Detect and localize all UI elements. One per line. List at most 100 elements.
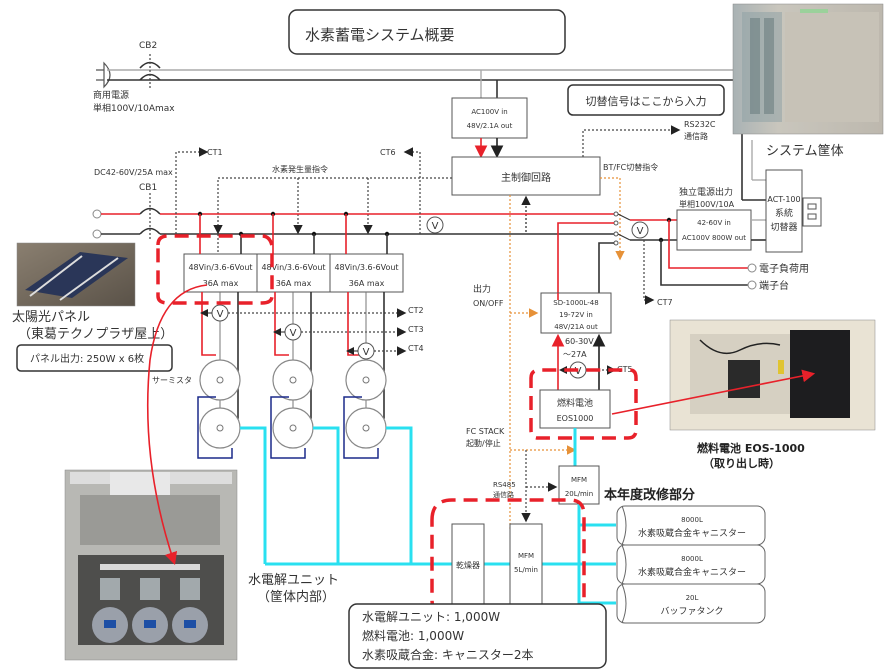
rs485-line1-text: RS485: [493, 481, 516, 489]
diagram-title: 水素蓄電システム概要: [305, 26, 455, 44]
dcdc-converters-2-line1-text: 48Vin/3.6-6Vout: [334, 263, 398, 272]
system-case-label: システム筐体: [766, 143, 844, 159]
tank-2: 8000L 水素吸蔵合金キャニスター: [616, 544, 766, 585]
grid-ac-label: 商用電源: [93, 89, 129, 101]
tank-1: 8000L 水素吸蔵合金キャニスター: [616, 505, 766, 546]
fuel-cell: 燃料電池 EOS1000 FC STACK 起動/停止: [466, 389, 611, 455]
electrolysis-cell-1: V: [197, 292, 407, 564]
inverter-title-line2-text: 単相100V/10A: [679, 199, 735, 209]
rs232c-line2-text: 通信路: [684, 131, 708, 141]
tank-volume: 20L: [686, 594, 699, 602]
grid-ac-rating: 単相100V/10Amax: [93, 102, 175, 114]
voltmeter-label: V: [217, 309, 224, 320]
fc-bt-switch: V CT7 電子負荷用 端子台: [557, 211, 809, 307]
ct-labels-1-text: CT2: [408, 306, 424, 315]
rs485-line2-text: 通信路: [493, 490, 514, 499]
tank-name: バッファタンク: [660, 606, 723, 617]
inverter: 独立電源出力 単相100V/10A 42-60V in AC100V 800W …: [676, 186, 766, 251]
spec-alloy: 水素吸蔵合金: キャニスター2本: [362, 647, 534, 662]
outlet-icon: [802, 197, 822, 227]
terminal-block-label: 端子台: [759, 279, 789, 292]
main-controller: 主制御回路 RS232C 通信路 BT/FC切替指令 水素発生量指令: [213, 120, 716, 530]
dcdc-converters: 48Vin/3.6-6Vout 36A max 48Vin/3.6-6Vout …: [183, 214, 404, 293]
tank-name: 水素吸蔵合金キャニスター: [638, 566, 746, 578]
tank-volume: 8000L: [681, 516, 703, 524]
hydrogen-piping: MFM 20L/min RS485 通信路 本年度改修部分: [493, 428, 695, 605]
voltmeter-label: V: [363, 347, 370, 358]
spec-electrolyzer: 水電解ユニット: 1,000W: [362, 610, 500, 624]
mfm-small-line1-text: MFM: [518, 552, 534, 560]
electrolyzer-label-line1-text: 水電解ユニット: [248, 573, 339, 588]
electrolysis-cell-bottom: [199, 407, 241, 449]
sd1000-line2-text: 19-72V in: [559, 311, 593, 319]
switch-note-text: 切替信号はここから入力: [586, 94, 707, 108]
cb1-label: CB1: [139, 183, 157, 193]
ac-grid-input: CB2 商用電源 単相100V/10Amax: [93, 41, 740, 114]
dcdc-highlight: [156, 234, 274, 305]
fuel-cell-line1-text: 燃料電池: [557, 397, 593, 409]
ct-labels-3-text: CT4: [408, 344, 424, 353]
fc-photo-label: 燃料電池 EOS-1000: [696, 441, 805, 455]
renovation-highlight: [430, 498, 586, 620]
solar-label-line1-text: 太陽光パネル: [12, 310, 90, 325]
ac-adapter-line1-text: AC100V in: [471, 108, 507, 116]
dcdc-converters-1-line1-text: 48Vin/3.6-6Vout: [261, 263, 325, 272]
electrolysis-cell-2: V: [270, 292, 407, 564]
electrolysis-cell-bottom: [345, 407, 387, 449]
storage-tanks: 8000L 水素吸蔵合金キャニスター 8000L 水素吸蔵合金キャニスター 20L バッフ…: [616, 505, 766, 624]
electrolyzer-photo: [64, 469, 238, 661]
mfm-large-line2-text: 20L/min: [565, 490, 593, 498]
dcdc-converters-1-line2-text: 36A max: [276, 279, 312, 288]
electrolysis-cells: V V V: [197, 292, 579, 566]
inverter-line2-text: AC100V 800W out: [682, 234, 746, 242]
dryer: 乾燥器: [451, 523, 485, 605]
dcdc-converter-3: [329, 253, 404, 293]
breaker-cb1-icon: [139, 207, 161, 235]
sd1000-line1-text: SD-1000L-48: [553, 299, 598, 307]
spec-fuel-cell: 燃料電池: 1,000W: [362, 628, 464, 643]
tank-volume: 8000L: [681, 555, 703, 563]
sd1000-converter: 出力 ON/OFF SD-1000L-48 19-72V in 48V/21A …: [473, 283, 633, 390]
mfm-large-line1-text: MFM: [571, 476, 587, 484]
electrolysis-cell-top: [345, 359, 387, 401]
electrolyzer-pointer-arrow: [146, 284, 208, 566]
fc-photo-label-line2-text: （取り出し時）: [703, 456, 780, 470]
ct-labels-0-text: CT1: [207, 148, 223, 157]
solar-panel: 太陽光パネル （東葛テクノプラザ屋上） パネル出力: 250W x 6枚: [12, 242, 173, 372]
solar-label-line2-text: （東葛テクノプラザ屋上）: [18, 326, 173, 342]
title-box: 水素蓄電システム概要: [288, 9, 566, 55]
ac-adapter: AC100V in 48V/2.1A out: [451, 70, 528, 159]
voltmeter-text: V: [432, 221, 439, 232]
act100-line2-text: 系統: [775, 207, 793, 219]
electrolysis-cell-bottom: [272, 407, 314, 449]
system-case-photo: システム筐体: [732, 3, 884, 159]
output-onoff-line2-text: ON/OFF: [473, 299, 504, 308]
act100-line3-text: 切替器: [770, 221, 797, 233]
electrolysis-cell-3: V: [343, 292, 413, 564]
load-terminal-label: 電子負荷用: [759, 263, 809, 275]
panel-output-label: パネル出力: 250W x 6枚: [30, 352, 144, 365]
sd1000-line3-text: 48V/21A out: [554, 323, 598, 331]
cb2-label: CB2: [139, 41, 157, 51]
act100-line1-text: ACT-100: [767, 195, 800, 204]
dcdc-converters-2-line2-text: 36A max: [349, 279, 385, 288]
electrolyzer-label-line2-text: （筐体内部）: [257, 589, 335, 605]
ct-labels-6-text: CT7: [657, 298, 673, 307]
ac-adapter-line2-text: 48V/2.1A out: [467, 122, 513, 130]
mfm-small-line2-text: 5L/min: [514, 566, 538, 574]
fc-voltage-line1-text: 60-30V: [565, 337, 594, 346]
output-onoff-line1-text: 出力: [473, 283, 491, 295]
voltmeter-label: V: [290, 328, 297, 339]
electrolyzer-label: 水電解ユニット （筐体内部）: [248, 573, 339, 605]
h2-command-label: 水素発生量指令: [272, 164, 328, 174]
tank-name: 水素吸蔵合金キャニスター: [638, 527, 746, 539]
mfm-small: MFM 5L/min: [509, 523, 543, 605]
dcdc-converters-0-line2-text: 36A max: [203, 279, 239, 288]
fc-voltage-line2-text: ～27A: [563, 350, 587, 359]
dcdc-converter-1: [183, 253, 258, 293]
renovation-label: 本年度改修部分: [604, 487, 695, 503]
fc-stack-line2-text: 起動/停止: [466, 438, 501, 448]
ct-labels-5-text: CT6: [380, 148, 396, 157]
electrolysis-cell-top: [199, 359, 241, 401]
